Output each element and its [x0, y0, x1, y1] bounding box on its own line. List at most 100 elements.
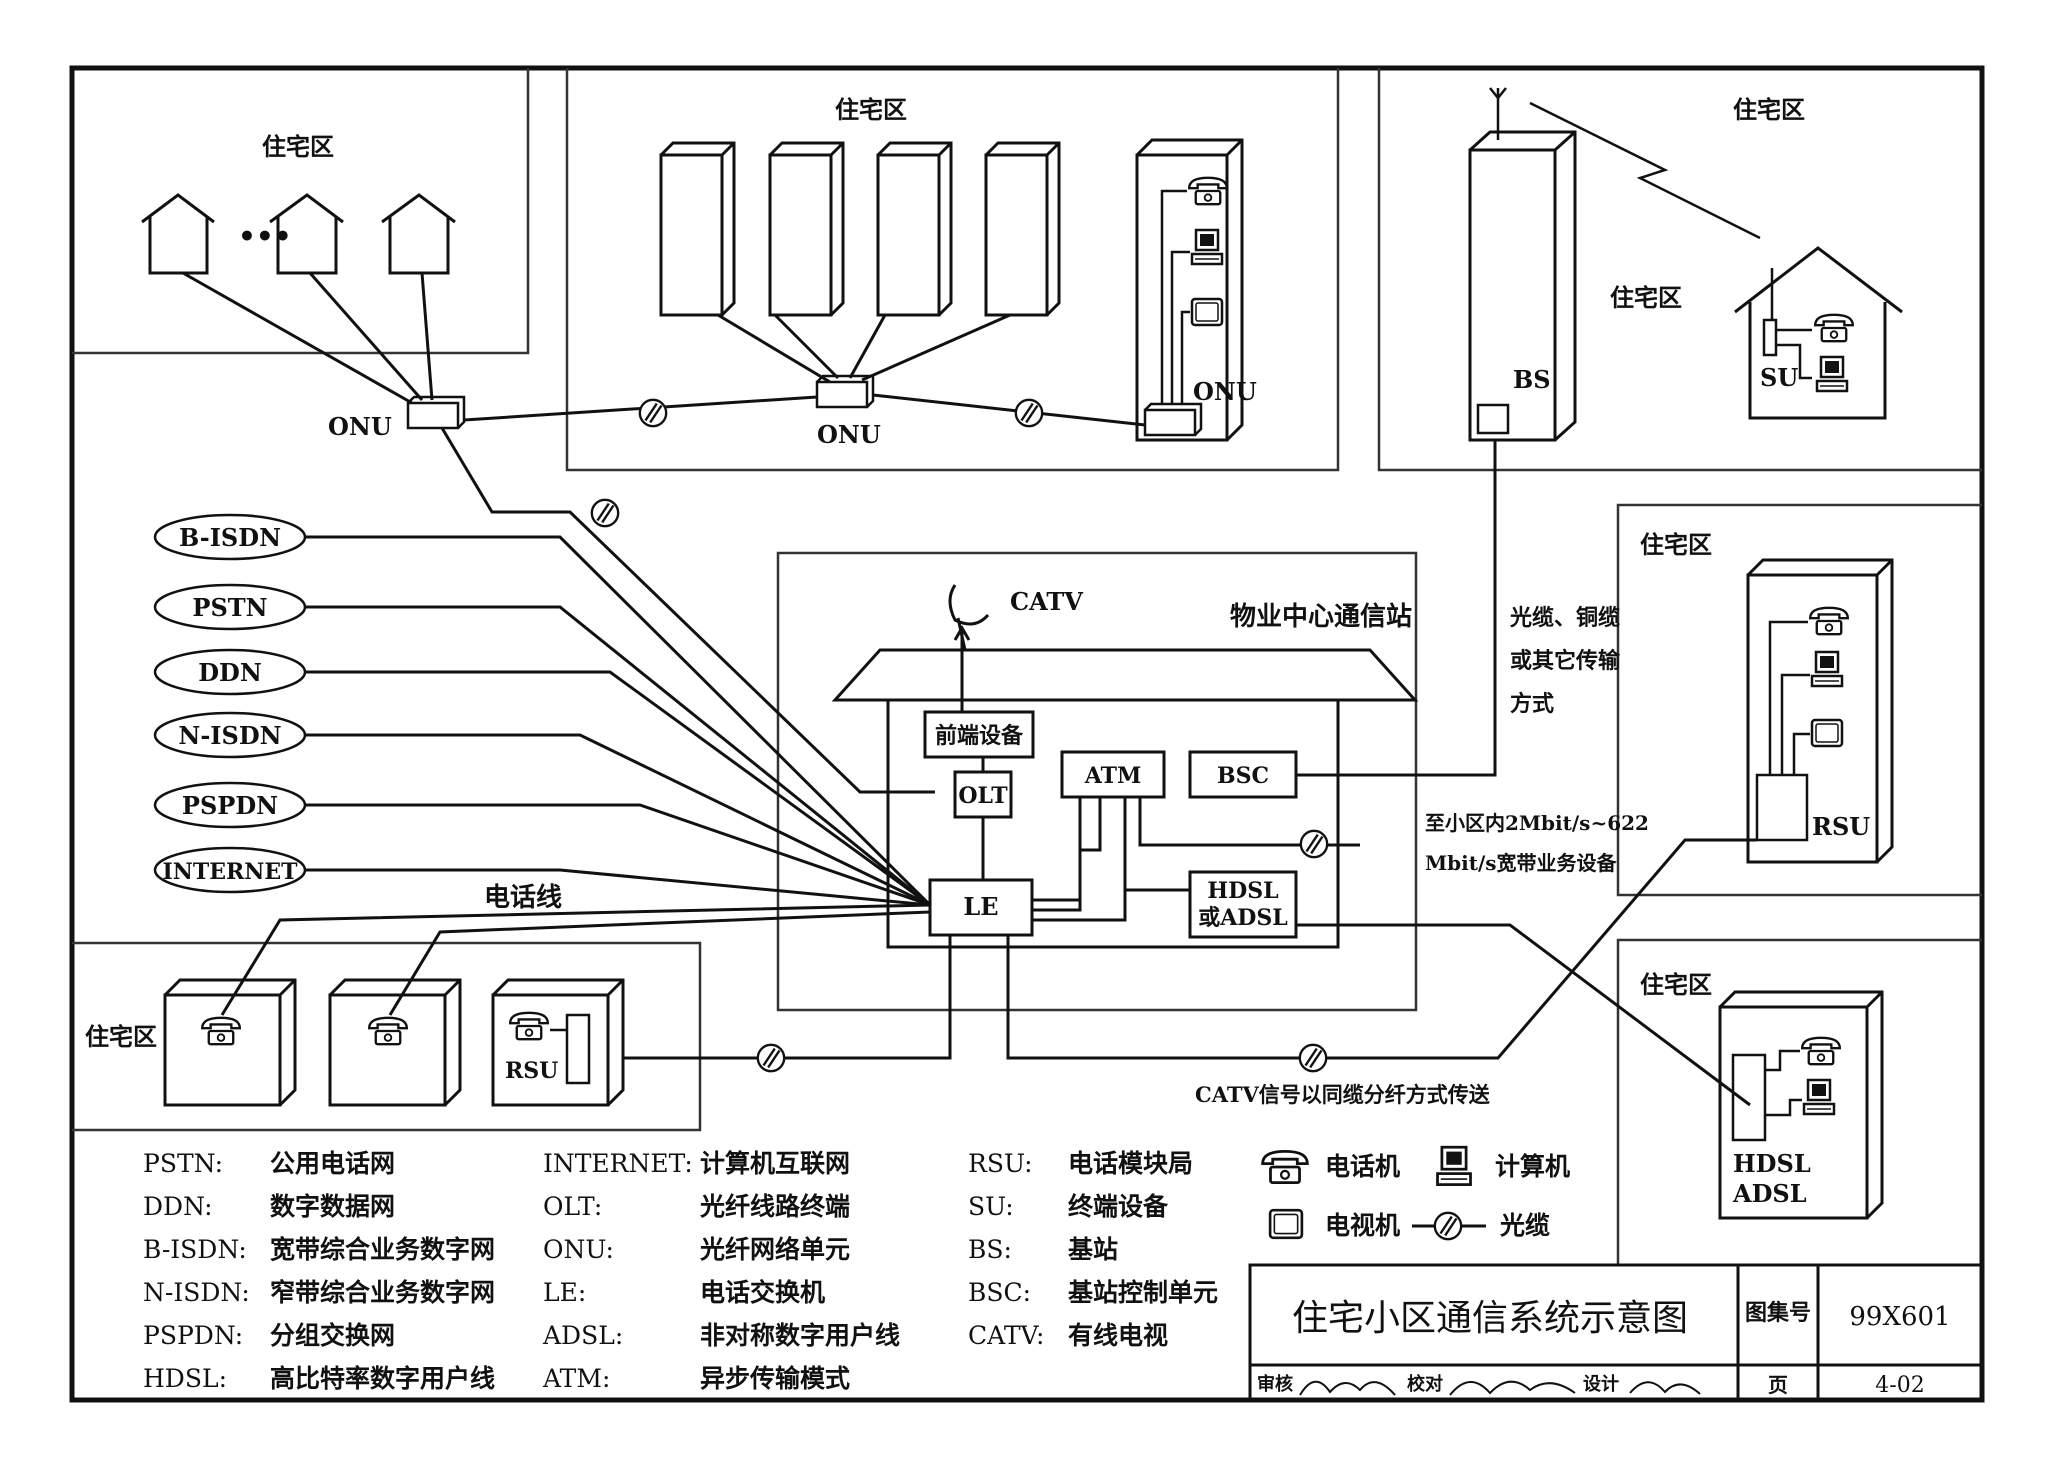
station-equipment: [923, 710, 1298, 939]
wireless-link: [1529, 101, 1761, 240]
fiber-cable-icon: [1299, 829, 1329, 859]
network-links: [305, 535, 932, 907]
legend-phone-label: 电话机: [1325, 1152, 1400, 1181]
glossary-desc: 非对称数字用户线: [700, 1321, 900, 1350]
legend-computer-label: 计算机: [1495, 1152, 1570, 1181]
legend-phone-icon: [1261, 1149, 1309, 1185]
glossary-abbr: HDSL:: [143, 1364, 227, 1393]
network-list: B-ISDN PSTN DDN N-ISDN PSPDN INTERNET: [153, 513, 307, 894]
glossary-abbr: DDN:: [143, 1192, 213, 1221]
network-b-isdn: B-ISDN: [179, 523, 281, 552]
page-number: 4-02: [1875, 1373, 1924, 1398]
network-internet: INTERNET: [162, 859, 298, 885]
transmission-note-1: 光缆、铜缆: [1509, 605, 1620, 631]
atlas-label: 图集号: [1745, 1300, 1811, 1326]
legend-computer-icon: [1436, 1145, 1472, 1186]
glossary-abbr: ADSL:: [542, 1321, 623, 1350]
fiber-cable-icon: [590, 498, 620, 528]
outer-border: [69, 65, 1985, 1403]
glossary-desc: 光纤线路终端: [699, 1192, 850, 1221]
rsu-label-right: RSU: [1812, 812, 1870, 841]
catv-note: CATV信号以同缆分纤方式传送: [1195, 1082, 1491, 1107]
buildings-top-mid: [659, 138, 1244, 442]
glossary-desc: 有线电视: [1068, 1321, 1168, 1350]
zone-label-right-mid: 住宅区: [1640, 530, 1712, 559]
phone-icon: [1813, 313, 1855, 343]
station-title: 物业中心通信站: [1230, 602, 1412, 632]
zone-label-bs: 住宅区: [1610, 283, 1682, 312]
phone-line-wiring: [220, 903, 931, 1016]
glossary-abbr: CATV:: [968, 1321, 1044, 1350]
su-house: [1734, 246, 1903, 420]
signature-marks: [1299, 1380, 1701, 1396]
glossary-desc: 公用电话网: [270, 1149, 395, 1178]
antenna-icon: [1489, 87, 1507, 140]
fiber-cable-icon: [756, 1043, 786, 1073]
legend-tv-label: 电视机: [1325, 1211, 1400, 1240]
phone-line-label: 电话线: [484, 883, 562, 913]
houses-top-left: [141, 193, 456, 275]
hdsl-label: HDSL: [1733, 1149, 1811, 1178]
glossary-abbr: B-ISDN:: [143, 1235, 247, 1264]
design-label: 设计: [1583, 1373, 1619, 1395]
drawing-title: 住宅小区通信系统示意图: [1292, 1298, 1688, 1339]
glossary-abbr: BS:: [968, 1235, 1012, 1264]
glossary-abbr: ONU:: [543, 1235, 614, 1264]
glossary-abbr: LE:: [543, 1278, 586, 1307]
check-label: 校对: [1407, 1373, 1443, 1395]
glossary: PSTN:公用电话网DDN:数字数据网B-ISDN:宽带综合业务数字网N-ISD…: [143, 1149, 1218, 1393]
frontend-label: 前端设备: [935, 723, 1024, 749]
legend-fiber-icon: [1433, 1211, 1463, 1241]
glossary-desc: 电话模块局: [1068, 1149, 1193, 1178]
fiber-cable-icon: [1298, 1043, 1328, 1073]
glossary-abbr: SU:: [968, 1192, 1014, 1221]
station-wiring: [590, 440, 1757, 1107]
transmission-note-2: 或其它传输: [1510, 648, 1621, 674]
bs-tower: [1468, 130, 1577, 442]
legend-tv-icon: [1268, 1208, 1304, 1240]
fiber-cable-icon: [638, 398, 668, 428]
hdsl-adsl-label-2: 或ADSL: [1198, 905, 1288, 931]
network-n-isdn: N-ISDN: [178, 721, 281, 750]
network-ddn: DDN: [198, 658, 262, 687]
glossary-desc: 电话交换机: [700, 1278, 825, 1307]
glossary-desc: 高比特率数字用户线: [270, 1364, 495, 1393]
atlas-number: 99X601: [1849, 1302, 1950, 1332]
zone-label-right-low: 住宅区: [1640, 970, 1712, 999]
glossary-desc: 计算机互联网: [700, 1149, 850, 1178]
glossary-abbr: PSTN:: [143, 1149, 223, 1178]
hdsl-adsl-label-1: HDSL: [1207, 878, 1278, 904]
glossary-desc: 终端设备: [1068, 1192, 1169, 1221]
review-label: 审核: [1257, 1373, 1293, 1395]
broadband-note-1: 至小区内2Mbit/s~622: [1425, 811, 1649, 835]
onu-boxes: [406, 374, 1203, 437]
zone-label-bottom-left: 住宅区: [85, 1022, 157, 1051]
legend-cable-label: 光缆: [1499, 1211, 1550, 1240]
glossary-desc: 数字数据网: [270, 1192, 395, 1221]
hdsl-building: [1718, 990, 1884, 1220]
houses-ellipsis: •••: [238, 220, 292, 253]
bs-unit: [1476, 403, 1510, 435]
network-pstn: PSTN: [192, 593, 267, 622]
station-body: [886, 698, 1340, 949]
onu-label-mid: ONU: [817, 420, 881, 449]
onu-label-left: ONU: [328, 412, 392, 441]
le-label: LE: [963, 892, 998, 921]
onu-label-right: ONU: [1193, 377, 1257, 406]
title-block: [1248, 1263, 1984, 1402]
glossary-desc: 基站控制单元: [1068, 1278, 1218, 1307]
glossary-abbr: RSU:: [968, 1149, 1033, 1178]
bottom-buildings: [163, 978, 625, 1107]
zone-frames: [72, 68, 1982, 1265]
catv-label: CATV: [1010, 587, 1083, 616]
broadband-note-2: Mbit/s宽带业务设备: [1425, 851, 1618, 875]
bs-label: BS: [1513, 365, 1551, 394]
glossary-abbr: ATM:: [542, 1364, 610, 1393]
legend: 电话机 计算机 电视机 光缆: [1261, 1145, 1570, 1241]
zone-label-top-mid: 住宅区: [835, 95, 907, 124]
glossary-abbr: N-ISDN:: [143, 1278, 250, 1307]
glossary-desc: 光纤网络单元: [699, 1235, 850, 1264]
transmission-note-3: 方式: [1510, 691, 1554, 717]
